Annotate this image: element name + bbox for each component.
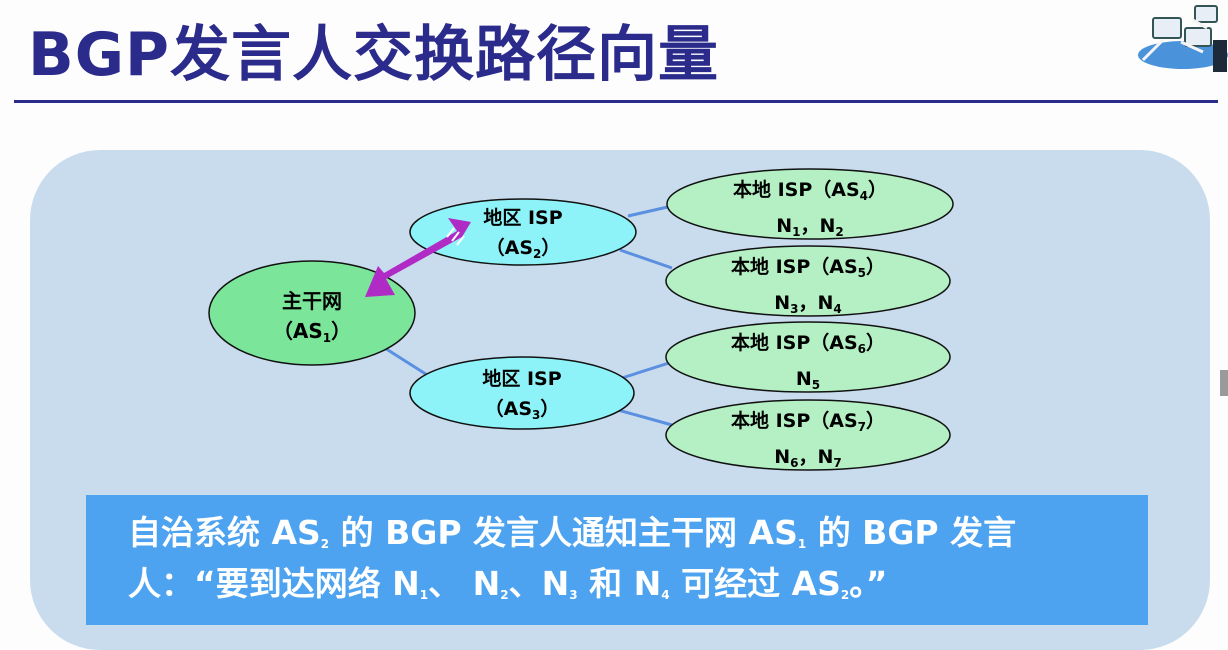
caption-line-2: 人：“要到达网络 N1、 N2、N3 和 N4 可经过 AS2。” xyxy=(128,564,888,603)
advertise-arrow-icon xyxy=(365,218,471,297)
local-isp-as4-label: 本地 ISP（AS4） N1，N2 xyxy=(732,179,888,239)
caption-line-1: 自治系统 AS2 的 BGP 发言人通知主干网 AS1 的 BGP 发言 xyxy=(128,513,1017,552)
local-isp-as7-label: 本地 ISP（AS7） N6，N7 xyxy=(730,410,886,470)
link-as2-as4 xyxy=(627,204,673,218)
scrollbar-thumb[interactable] xyxy=(1220,370,1228,396)
local-isp-as4-node xyxy=(666,168,954,240)
local-isp-as5-node xyxy=(665,245,951,317)
region-isp-as3-node xyxy=(409,356,635,430)
link-as3-as6 xyxy=(621,360,673,380)
local-isp-as6-node xyxy=(665,321,951,393)
page-title: BGP发言人交换路径向量 xyxy=(28,20,719,90)
local-isp-as6-label: 本地 ISP（AS6） N5 xyxy=(730,332,886,392)
local-isp-as5-label: 本地 ISP（AS5） N3，N4 xyxy=(730,256,886,316)
region-isp-as3-label: 地区 ISP （AS3） xyxy=(482,368,562,422)
as-topology-diagram xyxy=(208,168,954,471)
title-underline xyxy=(14,100,1218,103)
region-isp-as2-label: 地区 ISP （AS2） xyxy=(483,207,563,261)
network-computers-icon xyxy=(1138,5,1228,72)
backbone-node xyxy=(208,260,416,366)
link-as1-as3 xyxy=(379,343,433,380)
local-isp-as7-node xyxy=(665,399,951,471)
backbone-label: 主干网 （AS1） xyxy=(272,289,352,345)
caption-box: 自治系统 AS2 的 BGP 发言人通知主干网 AS1 的 BGP 发言 人：“… xyxy=(86,495,1148,625)
link-as2-as5 xyxy=(619,248,673,270)
link-as3-as7 xyxy=(617,408,673,427)
region-isp-as2-node xyxy=(409,198,637,266)
